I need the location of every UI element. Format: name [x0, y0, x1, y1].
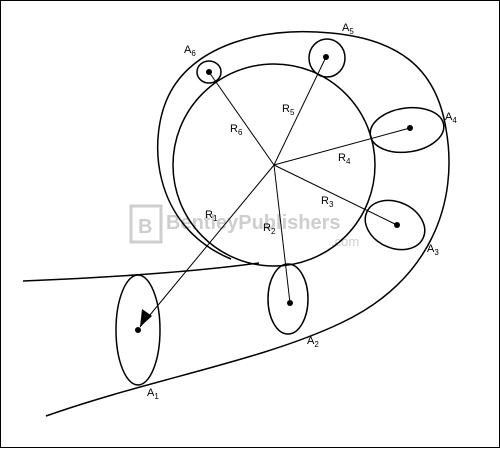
dot-a1 — [135, 327, 141, 333]
dot-a3 — [394, 222, 400, 228]
position-ellipses — [115, 38, 445, 386]
watermark: B BentleyPublishers .com — [129, 204, 359, 249]
label-r6: R6 — [230, 123, 243, 137]
radius-r4 — [273, 127, 411, 166]
label-a1: A1 — [147, 387, 159, 401]
dot-a4 — [407, 125, 413, 131]
label-a2: A2 — [307, 335, 319, 349]
watermark-logo: B — [138, 216, 152, 238]
radius-r6 — [208, 71, 275, 166]
ellipse-a6 — [196, 60, 222, 84]
label-r1: R1 — [205, 209, 218, 223]
label-r5: R5 — [282, 103, 295, 117]
label-r4: R4 — [338, 152, 351, 166]
watermark-name: BentleyPublishers — [166, 212, 341, 234]
radius-r2 — [273, 164, 291, 304]
label-a6: A6 — [184, 44, 196, 58]
position-dots — [135, 54, 413, 333]
label-a4: A4 — [445, 111, 457, 125]
label-r3: R3 — [321, 195, 334, 209]
label-r2: R2 — [263, 222, 276, 236]
dot-a6 — [206, 69, 212, 75]
watermark-suffix: .com — [331, 234, 359, 249]
ellipse-a5 — [308, 38, 346, 78]
ellipse-a2 — [267, 263, 309, 335]
upper-path-line — [22, 262, 260, 282]
label-a5: A5 — [342, 22, 354, 36]
radius-lines — [139, 56, 411, 328]
label-a3: A3 — [427, 243, 439, 257]
dot-a2 — [287, 300, 293, 306]
ellipse-a3 — [364, 199, 426, 251]
radius-r1 — [139, 164, 275, 328]
radius-r5 — [273, 56, 327, 166]
arrowhead-r1 — [140, 309, 152, 327]
outer-spiral-path — [45, 30, 450, 417]
radius-r3 — [273, 164, 398, 226]
inner-circle — [172, 63, 376, 267]
watermark-logo-box — [129, 204, 163, 244]
dot-a5 — [323, 54, 329, 60]
ellipse-a1 — [115, 274, 161, 386]
ellipse-a4 — [369, 106, 445, 154]
